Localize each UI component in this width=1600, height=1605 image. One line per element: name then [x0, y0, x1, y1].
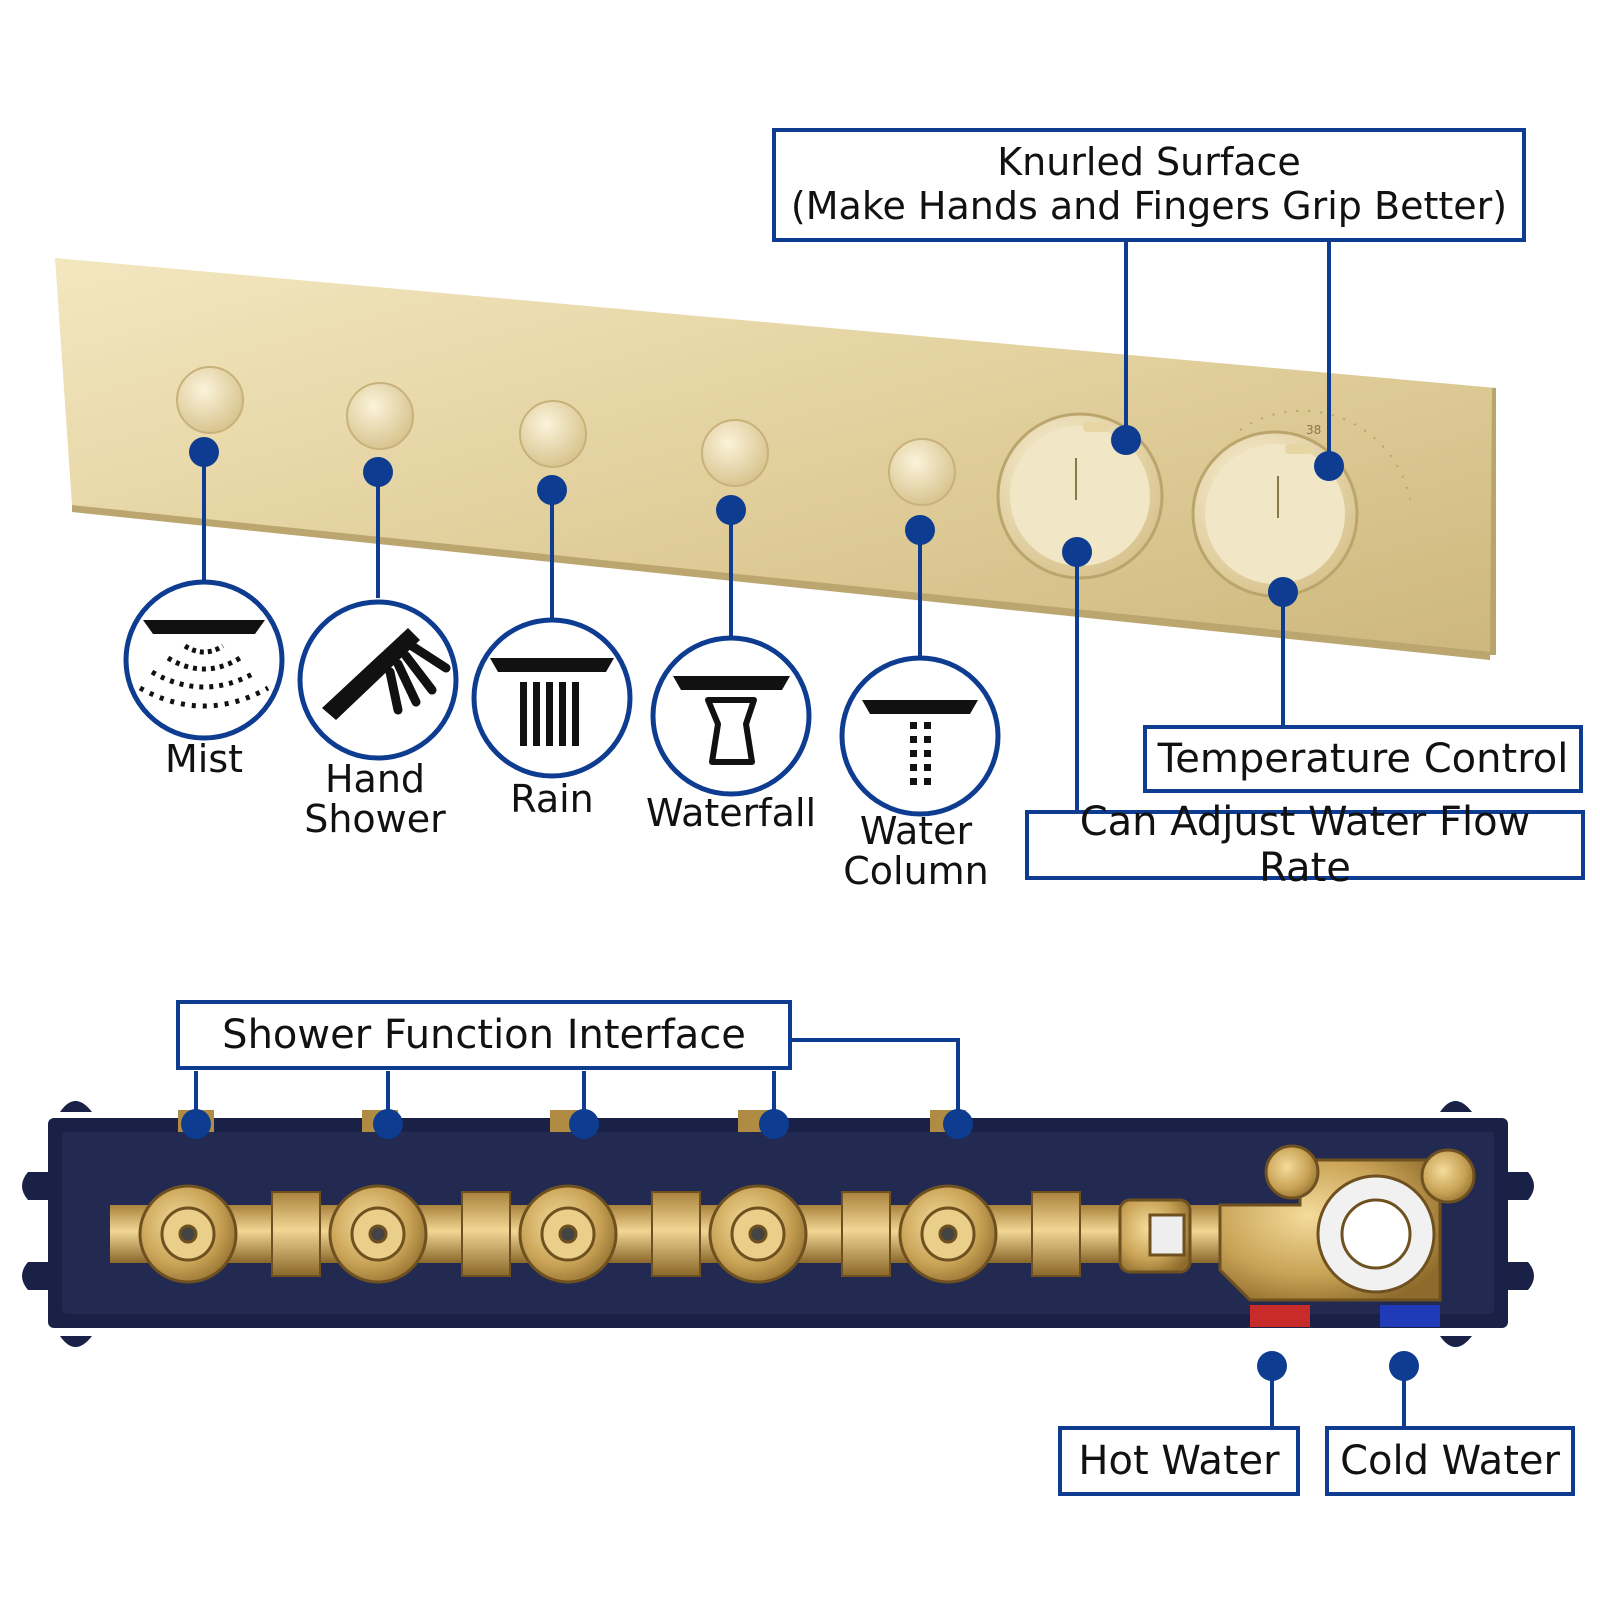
caption-line: Shower — [304, 796, 446, 841]
temperature-control-callout: Temperature Control — [1143, 725, 1583, 793]
shower-function-interface-callout: Shower Function Interface — [176, 1000, 792, 1070]
knurled-subtitle: (Make Hands and Fingers Grip Better) — [790, 184, 1508, 228]
rain-caption: Rain — [510, 777, 594, 821]
caption-line: Column — [843, 848, 989, 893]
knurled-title: Knurled Surface — [997, 140, 1301, 185]
rough-in-valve-box — [22, 1101, 1534, 1347]
waterfall-icon — [650, 635, 812, 797]
interface-label: Shower Function Interface — [222, 1012, 746, 1058]
top-leader-lines — [202, 241, 1331, 812]
flow-knob — [996, 412, 1164, 580]
mist-button — [176, 366, 244, 434]
waterfall-button — [701, 419, 769, 487]
flow-rate-callout: Can Adjust Water Flow Rate — [1025, 799, 1585, 891]
caption-line: Rain — [510, 777, 594, 821]
cold-water-label: Cold Water — [1340, 1438, 1560, 1484]
mist-icon — [123, 579, 285, 741]
knurled-surface-callout: Knurled Surface (Make Hands and Fingers … — [772, 128, 1526, 242]
bottom-leader-dots — [181, 1109, 1419, 1381]
hand-shower-icon — [297, 599, 459, 761]
caption-line: Water — [859, 809, 973, 853]
push-buttons — [176, 366, 956, 506]
caption-line: Waterfall — [645, 791, 817, 835]
top-leader-dots — [189, 425, 1344, 607]
hand-shower-caption: Hand Shower — [304, 757, 446, 841]
rain-icon — [471, 617, 633, 779]
caption-line: Mist — [164, 737, 244, 781]
cold-water-callout: Cold Water — [1325, 1426, 1575, 1496]
temperature-label: Temperature Control — [1157, 736, 1569, 782]
hot-water-label: Hot Water — [1078, 1438, 1280, 1484]
water-column-caption: Water Column — [843, 809, 989, 893]
water-column-button — [888, 438, 956, 506]
hand-shower-button — [346, 382, 414, 450]
dial-marking: 38 — [1306, 423, 1321, 437]
waterfall-caption: Waterfall — [645, 791, 817, 835]
hot-water-callout: Hot Water — [1058, 1426, 1300, 1496]
mist-caption: Mist — [164, 737, 244, 781]
flow-label: Can Adjust Water Flow Rate — [1079, 799, 1531, 891]
rain-button — [519, 400, 587, 468]
water-column-icon — [839, 655, 1001, 817]
caption-line: Hand — [324, 757, 426, 801]
